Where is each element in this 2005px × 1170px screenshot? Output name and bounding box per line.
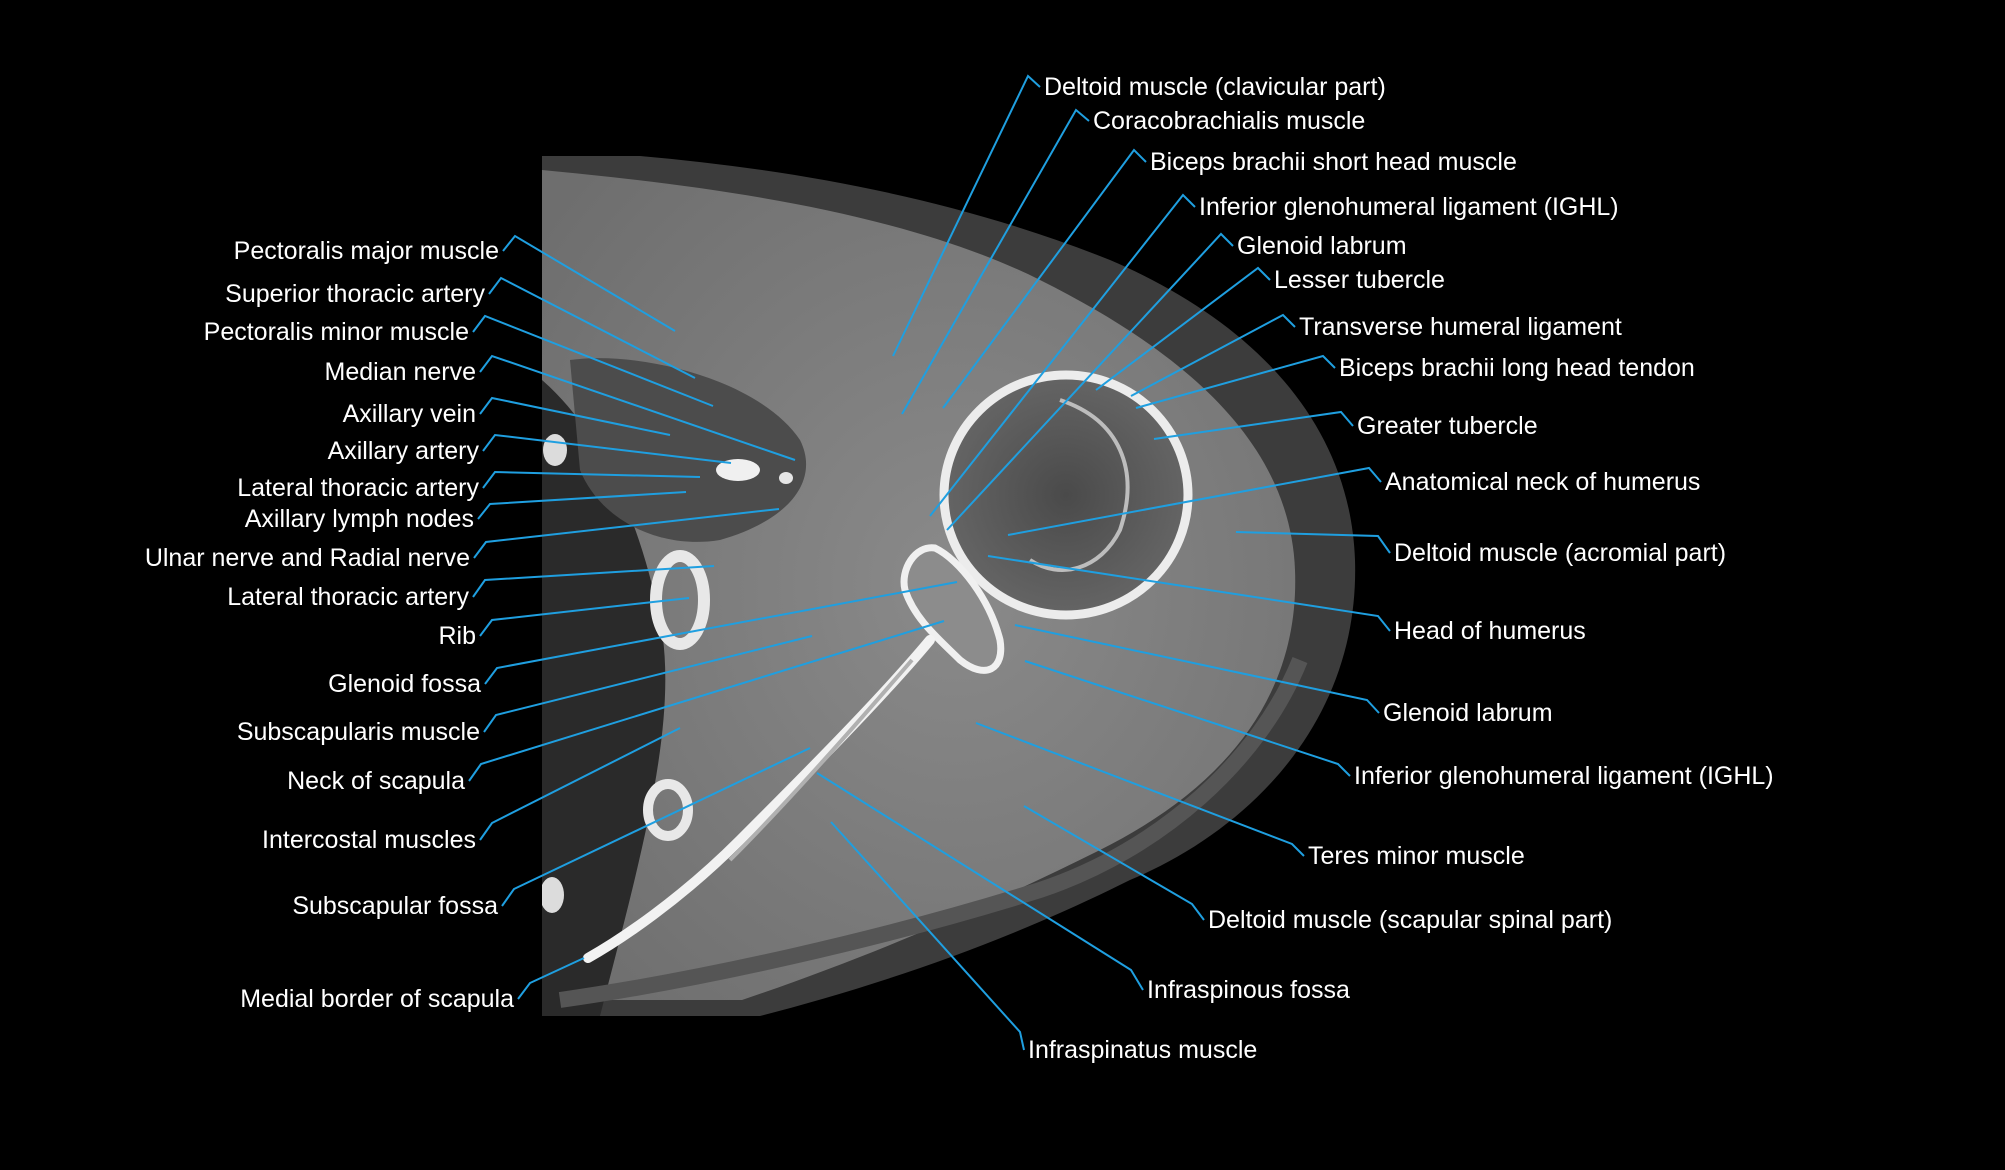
leader-line-neck-of-scapula <box>468 620 945 782</box>
leader-line-rib <box>479 597 690 637</box>
label-pectoralis-minor: Pectoralis minor muscle <box>204 318 469 346</box>
leader-line-lateral-thoracic-artery-lower <box>472 565 715 598</box>
label-medial-border-scapula: Medial border of scapula <box>240 985 514 1013</box>
label-transverse-humeral-ligament: Transverse humeral ligament <box>1299 313 1622 341</box>
leader-line-glenoid-labrum-upper <box>946 232 1234 531</box>
label-axillary-vein: Axillary vein <box>343 400 476 428</box>
label-rib: Rib <box>438 622 476 650</box>
axillary-vessel-small <box>779 472 793 484</box>
label-intercostal-muscles: Intercostal muscles <box>262 826 476 854</box>
label-subscapularis: Subscapularis muscle <box>237 718 480 746</box>
label-glenoid-labrum-lower: Glenoid labrum <box>1383 699 1553 727</box>
leader-line-glenoid-fossa <box>484 581 958 685</box>
label-subscapular-fossa: Subscapular fossa <box>292 892 498 920</box>
chest-wall-region <box>542 380 666 1016</box>
leader-line-subscapular-fossa <box>501 747 811 907</box>
posterior-fat-band <box>558 657 1308 1008</box>
label-group: Deltoid muscle (clavicular part) Coracobr… <box>145 73 1774 1064</box>
label-ighl-upper: Inferior glenohumeral ligament (IGHL) <box>1199 193 1619 221</box>
leader-line-infraspinous-fossa <box>816 772 1144 991</box>
rib-upper <box>650 550 710 650</box>
leader-line-ulnar-radial-nerve <box>473 508 780 559</box>
label-greater-tubercle: Greater tubercle <box>1357 412 1538 440</box>
label-ighl-lower: Inferior glenohumeral ligament (IGHL) <box>1354 762 1774 790</box>
label-teres-minor: Teres minor muscle <box>1308 842 1525 870</box>
leader-line-glenoid-labrum-lower <box>1014 624 1380 714</box>
leader-line-teres-minor <box>975 722 1305 857</box>
leader-line-intercostal-muscles <box>479 727 681 841</box>
leader-line-deltoid-acromial <box>1235 531 1391 554</box>
leader-line-ighl-lower <box>1024 660 1351 777</box>
label-pectoralis-major: Pectoralis major muscle <box>234 237 499 265</box>
label-glenoid-fossa: Glenoid fossa <box>328 670 481 698</box>
label-median-nerve: Median nerve <box>325 358 476 386</box>
label-deltoid-scapular-spinal: Deltoid muscle (scapular spinal part) <box>1208 906 1612 934</box>
label-coracobrachialis: Coracobrachialis muscle <box>1093 107 1365 135</box>
humeral-head <box>939 370 1193 620</box>
leader-line-transverse-humeral-ligament <box>1130 313 1296 397</box>
humeral-cortex-detail <box>1028 398 1130 572</box>
label-neck-of-scapula: Neck of scapula <box>287 767 465 795</box>
label-anatomical-neck: Anatomical neck of humerus <box>1385 468 1700 496</box>
ct-axial-slice-image <box>542 156 1362 1016</box>
label-infraspinous-fossa: Infraspinous fossa <box>1147 976 1350 1004</box>
label-superior-thoracic-artery: Superior thoracic artery <box>225 280 485 308</box>
leader-line-deltoid-scapular-spinal <box>1023 805 1205 921</box>
leader-line-deltoid-clavicular <box>892 74 1041 357</box>
leader-line-medial-border-scapula <box>517 957 585 1000</box>
label-lesser-tubercle: Lesser tubercle <box>1274 266 1445 294</box>
label-glenoid-labrum-upper: Glenoid labrum <box>1237 232 1407 260</box>
scapula-blade-shadow <box>728 658 914 862</box>
leader-line-lesser-tubercle <box>1095 266 1271 391</box>
label-axillary-artery: Axillary artery <box>328 437 480 465</box>
label-biceps-short-head: Biceps brachii short head muscle <box>1150 148 1517 176</box>
leader-line-axillary-artery <box>482 433 732 464</box>
label-lateral-thoracic-artery-upper: Lateral thoracic artery <box>237 474 479 502</box>
leader-line-greater-tubercle <box>1153 410 1354 440</box>
rib-lower <box>643 779 693 841</box>
rib-edge <box>543 434 567 466</box>
leader-line-biceps-long-head <box>1135 354 1336 409</box>
leader-line-ighl-upper <box>929 193 1196 517</box>
leader-line-subscapularis <box>483 635 813 733</box>
label-head-of-humerus: Head of humerus <box>1394 617 1586 645</box>
axillary-vessel <box>716 459 760 481</box>
leader-line-coracobrachialis <box>901 108 1090 415</box>
label-infraspinatus: Infraspinatus muscle <box>1028 1036 1257 1064</box>
leader-line-pectoralis-minor <box>472 314 714 407</box>
label-lateral-thoracic-artery-lower: Lateral thoracic artery <box>227 583 469 611</box>
label-ulnar-radial-nerve: Ulnar nerve and Radial nerve <box>145 544 470 572</box>
leader-line-median-nerve <box>479 354 796 461</box>
leader-line-axillary-lymph-nodes <box>477 491 687 520</box>
leader-lines <box>468 74 1391 1051</box>
leader-line-pectoralis-major <box>502 234 676 332</box>
label-deltoid-acromial: Deltoid muscle (acromial part) <box>1394 539 1726 567</box>
leader-line-anatomical-neck <box>1007 466 1382 536</box>
label-deltoid-clavicular: Deltoid muscle (clavicular part) <box>1044 73 1386 101</box>
leader-line-superior-thoracic-artery <box>488 276 696 379</box>
leader-line-biceps-short-head <box>942 148 1147 409</box>
label-biceps-long-head: Biceps brachii long head tendon <box>1339 354 1695 382</box>
leader-line-head-of-humerus <box>987 555 1391 632</box>
glenoid-process <box>900 544 1005 674</box>
rib-edge-lower <box>542 877 564 913</box>
leader-line-axillary-vein <box>479 396 671 436</box>
label-axillary-lymph-nodes: Axillary lymph nodes <box>245 505 474 533</box>
leader-line-infraspinatus <box>830 821 1025 1051</box>
leader-line-lateral-thoracic-artery-upper <box>482 470 701 489</box>
